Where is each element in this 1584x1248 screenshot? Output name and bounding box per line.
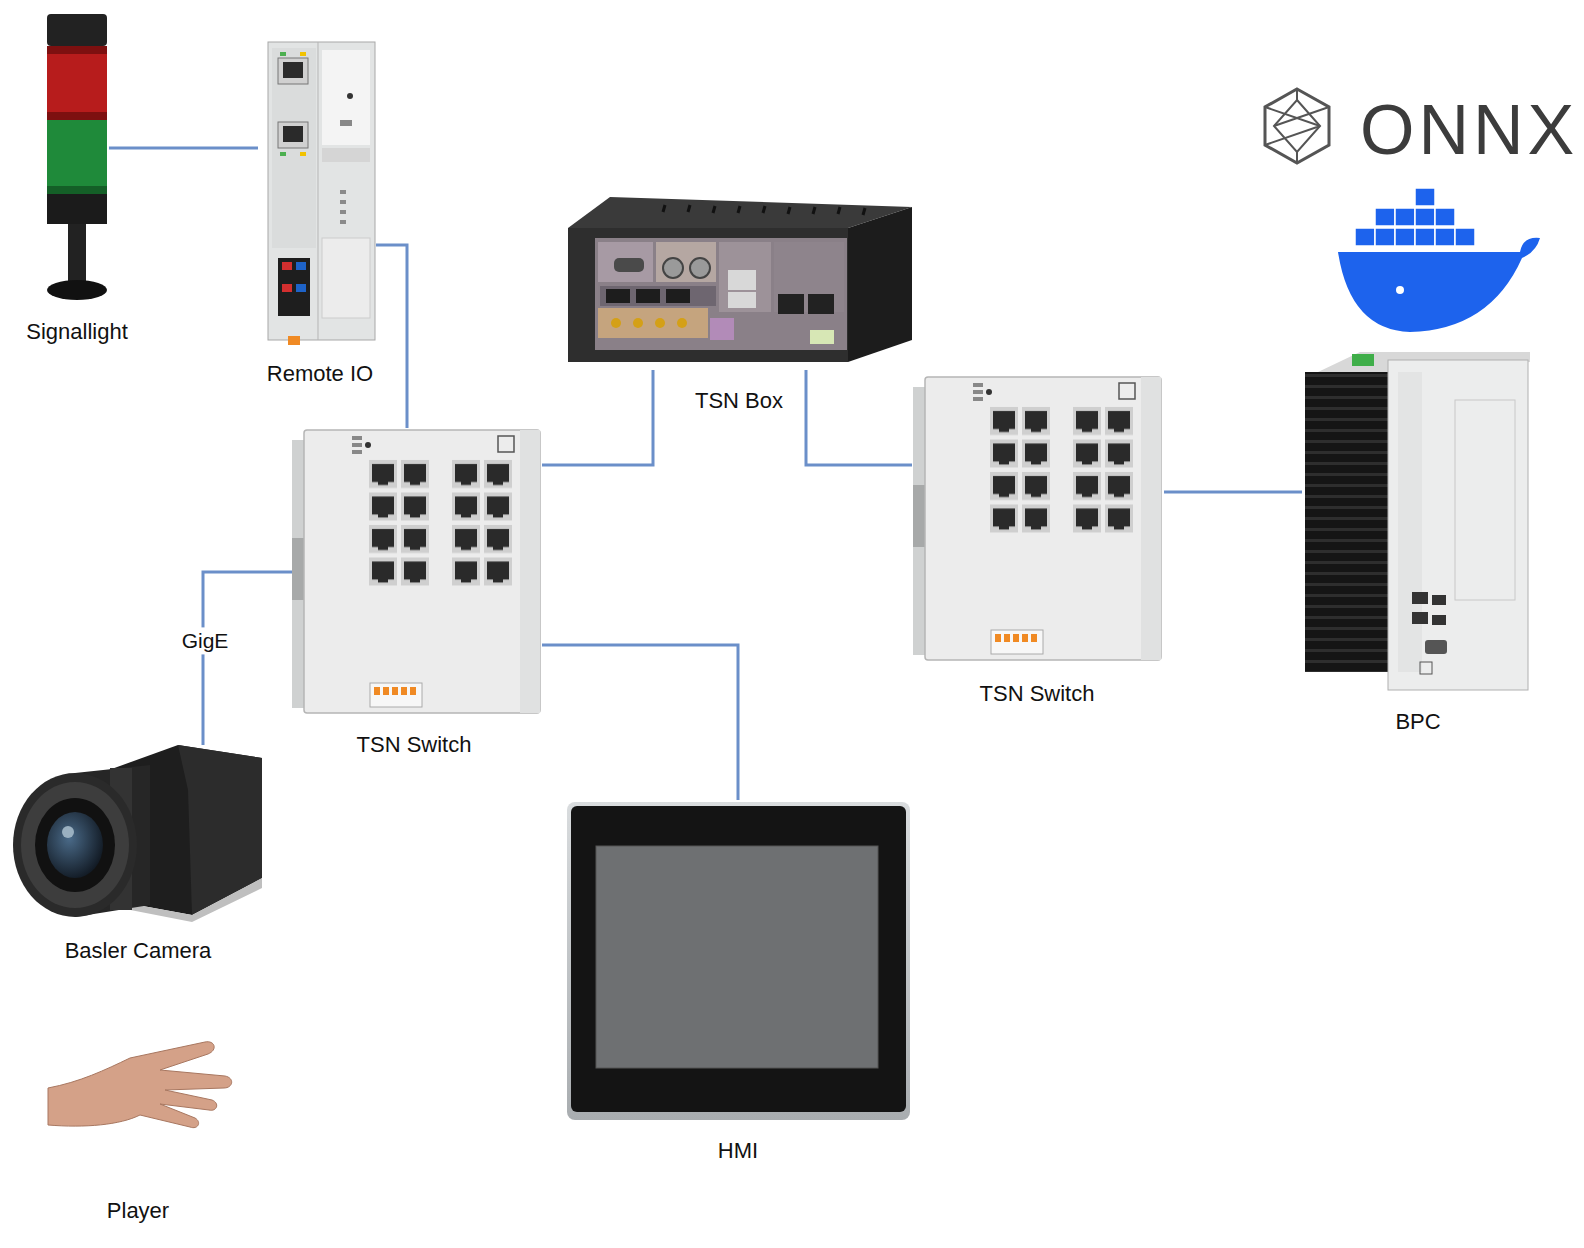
device-node: Basler Camera [10,745,265,925]
tsn-box [568,197,912,362]
remote-io-module [268,42,375,345]
signal-light [47,14,107,300]
network-cable [542,370,653,465]
device-label: Basler Camera [65,938,212,964]
edge-label: GigE [178,627,233,654]
network-cable [376,245,407,428]
network-cable [109,147,258,150]
tsn-switch-right [913,377,1161,660]
hand [48,1042,232,1128]
device-label: Player [107,1198,169,1224]
device-node: HMI [565,800,910,1122]
device-node: TSN Switch [912,375,1164,665]
device-label: TSN Switch [357,732,472,758]
device-label: TSN Box [695,388,783,414]
device-label: HMI [718,1138,758,1164]
device-node: Player [45,1030,235,1185]
device-label: TSN Switch [980,681,1095,707]
onnx-logo [1265,89,1329,163]
device-label: Remote IO [267,361,373,387]
device-node: TSN Box [565,192,915,370]
network-cable [542,645,738,800]
device-node: Signallight [45,12,109,302]
network-cable [1164,491,1302,494]
box-pc [1305,352,1530,690]
logo-text: ONNX [1360,95,1578,165]
device-node: TSN Switch [292,428,542,718]
device-label: Signallight [26,319,128,345]
device-node: BPC [1302,350,1532,690]
network-cable [806,370,912,465]
network-cable [203,572,292,745]
hmi-panel [567,802,910,1120]
tsn-switch-left [292,430,540,713]
docker-logo [1338,188,1540,332]
device-node: Remote IO [258,42,376,340]
camera [13,745,262,922]
device-label: BPC [1395,709,1440,735]
